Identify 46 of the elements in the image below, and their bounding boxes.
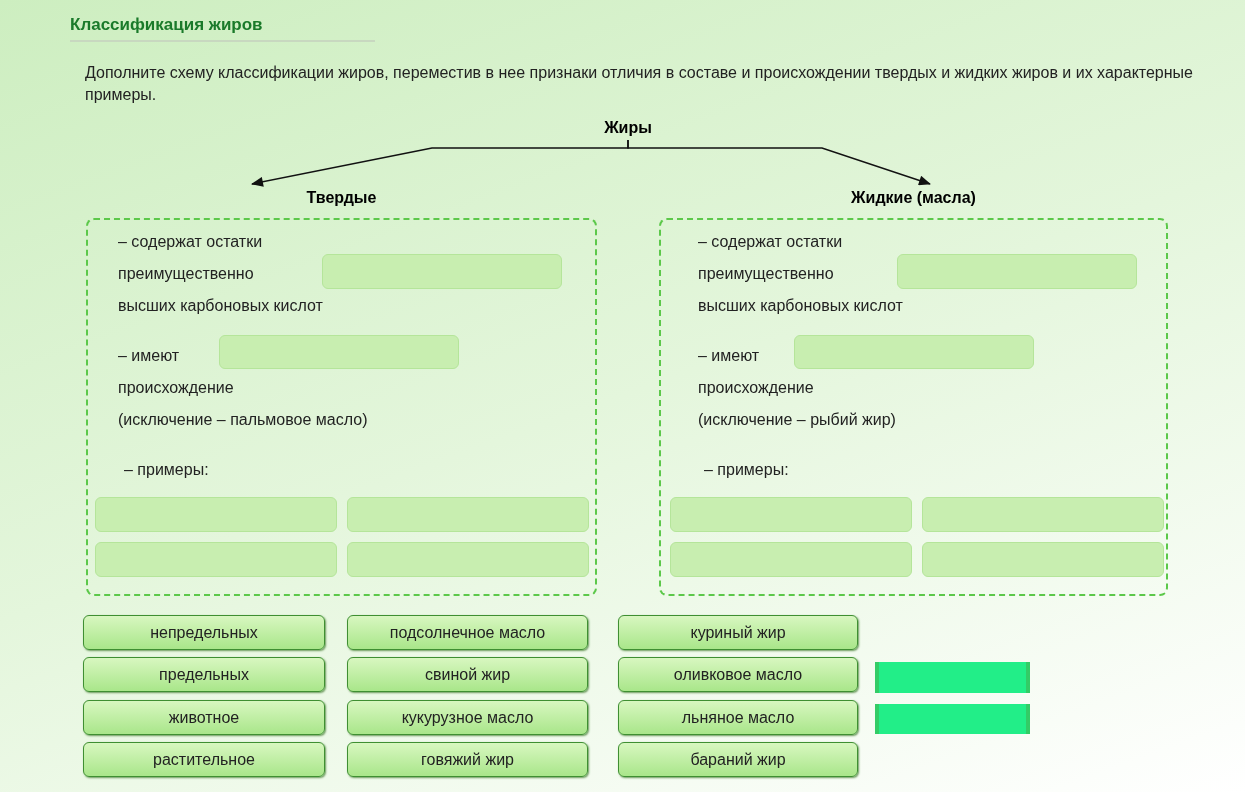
- drop-slot: [794, 335, 1034, 369]
- answer-tile: свиной жир: [347, 657, 588, 692]
- scheme-text: происхождение: [698, 378, 814, 398]
- answer-tile: предельных: [83, 657, 325, 692]
- answer-tile: говяжий жир: [347, 742, 588, 777]
- drop-slot: [670, 542, 912, 577]
- answer-tile: растительное: [83, 742, 325, 777]
- scheme-text: (исключение – рыбий жир): [698, 410, 896, 430]
- answer-tile: непредельных: [83, 615, 325, 650]
- scheme-text: преимущественно: [118, 264, 254, 284]
- drop-slot: [95, 497, 337, 532]
- drop-slot: [322, 254, 562, 289]
- scheme-text: – содержат остатки: [118, 232, 263, 252]
- scheme-text: высших карбоновых кислот: [698, 296, 903, 316]
- scheme-text: происхождение: [118, 378, 234, 398]
- scheme-text: – примеры:: [124, 460, 209, 480]
- answer-tile: подсолнечное масло: [347, 615, 588, 650]
- answer-bar: [875, 662, 1030, 693]
- drop-slot: [922, 542, 1164, 577]
- instruction-text: Дополните схему классификации жиров, переместив в нее признаки отличия в составе и происхождении твердых и жидких жиров и их характерные примеры.: [85, 63, 1194, 105]
- scheme-text: – имеют: [118, 346, 180, 366]
- drop-slot: [347, 497, 589, 532]
- answer-bar: [875, 704, 1030, 734]
- scheme-text: – содержат остатки: [698, 232, 843, 252]
- arrow: [627, 139, 931, 186]
- category-heading: Жидкие (масла): [850, 188, 977, 208]
- title: Классификация жиров: [70, 12, 375, 42]
- drop-slot: [897, 254, 1137, 289]
- scheme-text: (исключение – пальмовое масло): [118, 410, 368, 430]
- drop-slot: [347, 542, 589, 577]
- scheme-text: высших карбоновых кислот: [118, 296, 323, 316]
- scheme-text: преимущественно: [698, 264, 834, 284]
- drop-slot: [670, 497, 912, 532]
- category-heading: Твердые: [305, 188, 378, 208]
- answer-tile: куриный жир: [618, 615, 858, 650]
- root-label: Жиры: [596, 116, 660, 140]
- drop-slot: [922, 497, 1164, 532]
- answer-tile: бараний жир: [618, 742, 858, 777]
- answer-tile: оливковое масло: [618, 657, 858, 692]
- answer-tile: кукурузное масло: [347, 700, 588, 735]
- answer-tile: животное: [83, 700, 325, 735]
- drop-slot: [219, 335, 459, 369]
- scheme-text: – примеры:: [704, 460, 789, 480]
- answer-tile: льняное масло: [618, 700, 858, 735]
- drop-slot: [95, 542, 337, 577]
- scheme-text: – имеют: [698, 346, 760, 366]
